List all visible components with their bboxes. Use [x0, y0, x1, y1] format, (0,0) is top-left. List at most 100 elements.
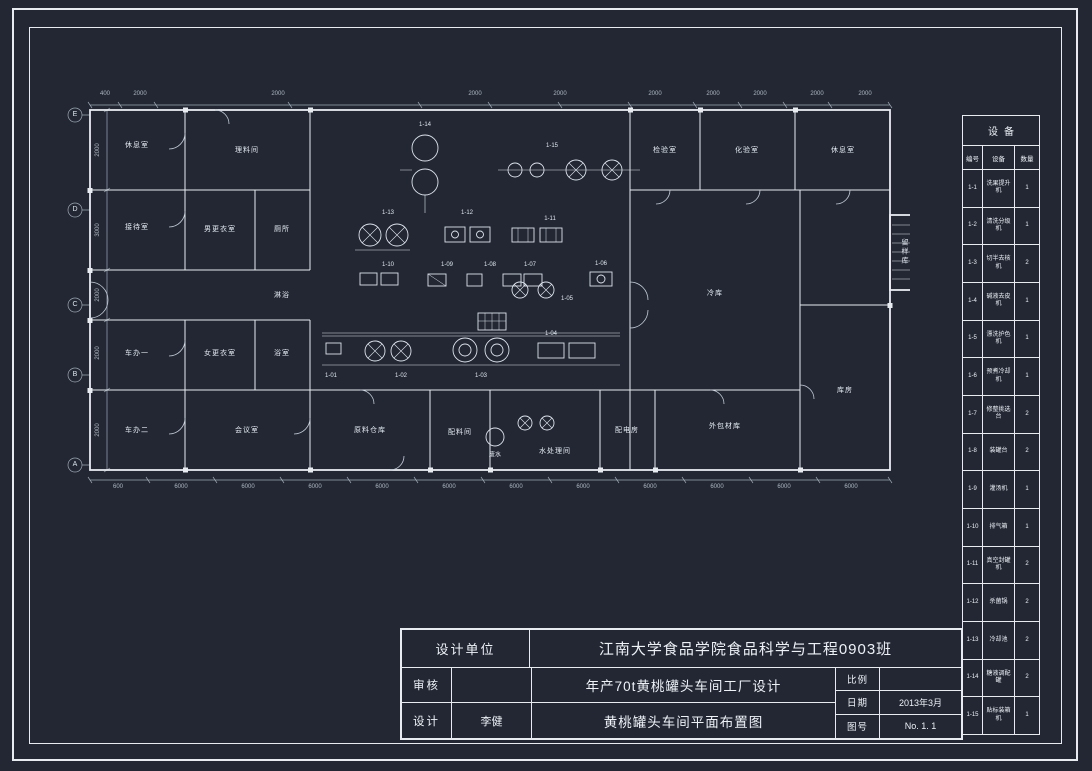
- equipment-row: 1-7 修整挑选台 2: [963, 396, 1039, 434]
- equipment-name: 漂洗护色机: [983, 320, 1015, 358]
- dimension-label: 2000: [648, 91, 662, 97]
- equipment-qty: 2: [1025, 410, 1029, 417]
- room-label: 库房: [837, 387, 853, 394]
- equipment-qty: 2: [1025, 636, 1029, 643]
- dimension-label: 6000: [241, 484, 255, 490]
- sheet-no-value: No. 1. 1: [904, 721, 937, 732]
- equipment-tag: 1-14: [418, 122, 432, 128]
- dimension-label: 2000: [95, 143, 101, 157]
- dimension-label: 2000: [271, 91, 285, 97]
- sheet-no-label: 图号: [836, 714, 880, 738]
- equipment-qty: 2: [1025, 448, 1029, 455]
- axis-bubble: C: [72, 301, 78, 308]
- equipment-name: 贴标装箱机: [983, 697, 1015, 735]
- equipment-row: 1-5 漂洗护色机 1: [963, 320, 1039, 359]
- floor-plan-drawing: [67, 101, 910, 484]
- room-label: 原料仓库: [354, 427, 386, 434]
- equipment-row: 1-12 杀菌锅 2: [963, 584, 1039, 623]
- title-block: 设计单位 江南大学食品学院食品科学与工程0903班 审核 年产70t黄桃罐头车间…: [400, 628, 963, 740]
- equipment-table-title: 设备: [963, 116, 1039, 146]
- room-label: 车办一: [125, 350, 149, 357]
- room-label: 外包材库: [709, 423, 741, 430]
- equipment-row: 1-11 真空封罐机 2: [963, 546, 1039, 585]
- room-label: 男更衣室: [204, 226, 236, 233]
- header-name: 设备: [983, 146, 1015, 169]
- outer-border: [12, 8, 1078, 761]
- dimension-label: 2000: [95, 288, 101, 302]
- room-label: 废水: [488, 452, 502, 459]
- room-label: 化验室: [735, 147, 759, 154]
- review-label: 审核: [402, 668, 452, 703]
- stairs: [892, 224, 910, 280]
- dimension-label: 2000: [553, 91, 567, 97]
- equipment-qty: 2: [1025, 259, 1029, 266]
- axis-bubble: E: [72, 111, 78, 118]
- room-label: 浴室: [274, 350, 290, 357]
- equipment-qty: 1: [1025, 222, 1029, 229]
- plan-annotations: 休息室接待室车办一车办二理料间男更衣室厕所淋浴女更衣室浴室会议室原料仓库配料间水…: [60, 85, 910, 505]
- axis-bubble: B: [72, 371, 78, 378]
- room-label: 检验室: [653, 147, 677, 154]
- equipment-row: 1-2 清洗分级机 1: [963, 207, 1039, 246]
- dimension-label: 600: [112, 484, 124, 490]
- equipment-tag: 1-13: [381, 210, 395, 216]
- axis-bubble: D: [72, 206, 78, 213]
- equipment-qty: 1: [1025, 523, 1029, 530]
- scale-value: [880, 668, 961, 692]
- equipment-no: 1-5: [963, 320, 983, 358]
- equipment-tag: 1-10: [381, 262, 395, 268]
- dimension-label: 2000: [468, 91, 482, 97]
- equipment-no: 1-9: [963, 471, 983, 509]
- equipment-name: 排气箱: [983, 509, 1015, 546]
- equipment-qty: 1: [1025, 372, 1029, 379]
- dimension-label: 6000: [442, 484, 456, 490]
- room-label: 厕所: [274, 226, 290, 233]
- date-label: 日期: [836, 691, 880, 715]
- equipment-tag: 1-15: [545, 143, 559, 149]
- dimension-label: 6000: [710, 484, 724, 490]
- equipment-qty: 1: [1025, 711, 1029, 718]
- equipment-qty: 1: [1025, 335, 1029, 342]
- equipment-name: 洗果提升机: [983, 170, 1015, 207]
- equipment-no: 1-10: [963, 509, 983, 546]
- inner-border: [29, 27, 1062, 744]
- header-qty: 数量: [1020, 155, 1034, 163]
- dimension-label: 400: [99, 91, 111, 97]
- equipment-no: 1-8: [963, 433, 983, 471]
- project-title: 年产70t黄桃罐头车间工厂设计: [532, 668, 836, 703]
- equipment-name: 碱液去皮机: [983, 283, 1015, 320]
- equipment-row: 1-8 装罐台 2: [963, 433, 1039, 472]
- design-unit-value: 江南大学食品学院食品科学与工程0903班: [598, 641, 893, 658]
- dimension-label: 2000: [753, 91, 767, 97]
- room-label: 配电房: [615, 427, 639, 434]
- room-label: 会议室: [235, 427, 259, 434]
- equipment-tag: 1-07: [523, 262, 537, 268]
- floor-plan: 休息室接待室车办一车办二理料间男更衣室厕所淋浴女更衣室浴室会议室原料仓库配料间水…: [60, 85, 910, 505]
- equipment-tag: 1-09: [440, 262, 454, 268]
- equipment-row: 1-1 洗果提升机 1: [963, 170, 1039, 208]
- equipment-row: 1-9 灌汤机 1: [963, 471, 1039, 510]
- equipment-name: 冷却池: [983, 622, 1015, 659]
- equipment-symbols: [322, 134, 640, 447]
- equipment-no: 1-6: [963, 358, 983, 396]
- equipment-name: 预煮冷却机: [983, 358, 1015, 396]
- doors: [89, 109, 851, 471]
- dimension-label: 2000: [95, 346, 101, 360]
- equipment-tag: 1-02: [394, 373, 408, 379]
- equipment-name: 杀菌锅: [983, 584, 1015, 622]
- equipment-row: 1-15 贴标装箱机 1: [963, 697, 1039, 735]
- equipment-name: 切半去核机: [983, 245, 1015, 283]
- room-label: 配料间: [448, 429, 472, 436]
- room-label: 接待室: [125, 224, 149, 231]
- equipment-tag: 1-01: [324, 373, 338, 379]
- room-label: 冷库: [707, 290, 723, 297]
- dimension-label: 2000: [95, 423, 101, 437]
- dimension-label: 6000: [777, 484, 791, 490]
- equipment-name: 清洗分级机: [983, 207, 1015, 245]
- equipment-no: 1-2: [963, 207, 983, 245]
- date-value: 2013年3月: [880, 691, 961, 715]
- equipment-no: 1-3: [963, 245, 983, 283]
- columns: [87, 107, 893, 473]
